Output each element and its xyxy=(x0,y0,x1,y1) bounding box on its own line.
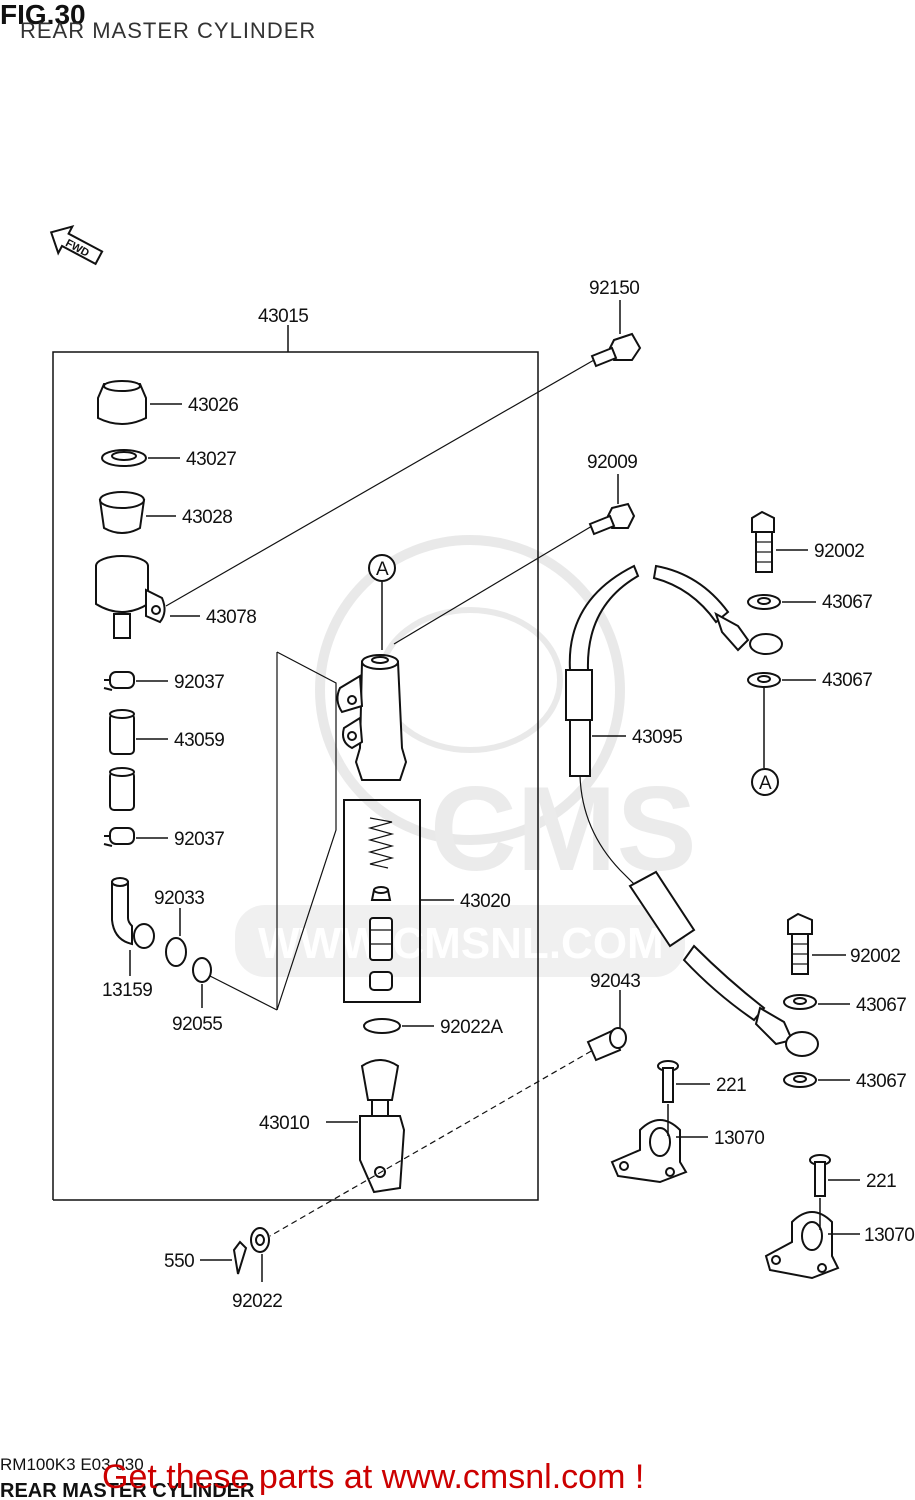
label-92037-top: 92037 xyxy=(174,672,224,693)
label-92150: 92150 xyxy=(589,278,639,299)
fwd-arrow-label: FWD xyxy=(63,237,91,259)
label-43020: 43020 xyxy=(460,891,510,912)
promo-link[interactable]: Get these parts at www.cmsnl.com ! xyxy=(102,1458,644,1496)
label-13070-top: 13070 xyxy=(714,1128,764,1149)
washer-43067-a xyxy=(747,594,781,610)
fwd-arrow-icon: FWD xyxy=(49,225,104,266)
label-43067-b: 43067 xyxy=(822,670,872,691)
ref-a-bottom-circle xyxy=(751,768,779,796)
union-bolt-92002-bottom xyxy=(787,912,813,975)
plate-43027 xyxy=(101,449,147,467)
label-43028: 43028 xyxy=(182,507,232,528)
cotter-pin-550 xyxy=(232,1240,248,1275)
bolt-92150 xyxy=(590,332,642,368)
watermark-url-band xyxy=(235,905,685,977)
label-43027: 43027 xyxy=(186,449,236,470)
label-43067-d: 43067 xyxy=(856,1071,906,1092)
label-92002-top: 92002 xyxy=(814,541,864,562)
label-43026: 43026 xyxy=(188,395,238,416)
washer-43067-b xyxy=(747,672,781,688)
oring-92055 xyxy=(192,957,212,983)
elbow-13159 xyxy=(111,877,155,949)
secondary-cup xyxy=(369,971,393,991)
label-221-top: 221 xyxy=(716,1075,746,1096)
label-92022: 92022 xyxy=(232,1291,282,1312)
cap-43026 xyxy=(97,380,147,425)
washer-43067-c xyxy=(783,994,817,1010)
label-92037-bottom: 92037 xyxy=(174,829,224,850)
bolt-92009 xyxy=(588,502,636,536)
watermark-mascot-face xyxy=(377,607,563,753)
line-92043-pushrod xyxy=(269,1045,601,1237)
pushrod-43010 xyxy=(359,1059,406,1194)
label-92002-bottom: 92002 xyxy=(850,946,900,967)
hose-43059 xyxy=(109,709,135,811)
washer-43067-d xyxy=(783,1072,817,1088)
cylinder-body xyxy=(336,654,408,781)
line-92150-reservoir xyxy=(165,359,595,607)
footer-code: RM100K3 E03 030 xyxy=(0,1455,144,1474)
label-550: 550 xyxy=(164,1251,194,1272)
watermark-url: WWW.CMSNL.COM xyxy=(258,919,664,968)
label-43059: 43059 xyxy=(174,730,224,751)
piston-cup xyxy=(370,886,392,901)
subassembly-frame xyxy=(276,651,337,1011)
circlip-92033 xyxy=(165,937,187,967)
screw-221-top xyxy=(657,1060,679,1103)
page-title: REAR MASTER CYLINDER xyxy=(20,18,316,43)
label-92033: 92033 xyxy=(154,888,204,909)
watermark-mascot-circle xyxy=(315,535,625,845)
footer-title: REAR MASTER CYLINDER xyxy=(0,1480,255,1500)
label-92055: 92055 xyxy=(172,1014,222,1035)
label-92043: 92043 xyxy=(590,971,640,992)
circlip-92022a xyxy=(363,1018,401,1034)
ref-a-top-label: A xyxy=(376,559,389,580)
label-221-bottom: 221 xyxy=(866,1171,896,1192)
clamp-92037-top xyxy=(103,671,135,691)
label-43010: 43010 xyxy=(259,1113,309,1134)
spring xyxy=(367,817,395,869)
fig-label: FIG.30 xyxy=(0,0,86,30)
label-43078: 43078 xyxy=(206,607,256,628)
union-bolt-92002-top xyxy=(751,510,775,573)
screw-221-bottom xyxy=(809,1154,831,1197)
ref-a-bottom-label: A xyxy=(759,773,772,794)
clamp-13070-top xyxy=(610,1119,688,1184)
washer-92022 xyxy=(250,1227,270,1253)
label-92022A: 92022A xyxy=(440,1017,503,1038)
label-43015: 43015 xyxy=(258,306,308,327)
ref-a-top-circle xyxy=(368,554,396,582)
piston xyxy=(369,917,393,961)
reservoir-43078 xyxy=(95,555,166,639)
piston-kit-frame xyxy=(343,799,421,1003)
pin-92043 xyxy=(586,1027,627,1062)
line-92009-cylinder xyxy=(393,525,593,645)
label-43067-c: 43067 xyxy=(856,995,906,1016)
hose-43095 xyxy=(565,564,819,1057)
label-43095: 43095 xyxy=(632,727,682,748)
label-13159: 13159 xyxy=(102,980,152,1001)
diaphragm-43028 xyxy=(98,491,146,534)
clamp-92037-bottom xyxy=(103,827,135,847)
label-13070-bottom: 13070 xyxy=(864,1225,914,1246)
label-43067-a: 43067 xyxy=(822,592,872,613)
label-92009: 92009 xyxy=(587,452,637,473)
clamp-13070-bottom xyxy=(764,1211,840,1280)
assembly-43015-frame xyxy=(52,325,539,1201)
